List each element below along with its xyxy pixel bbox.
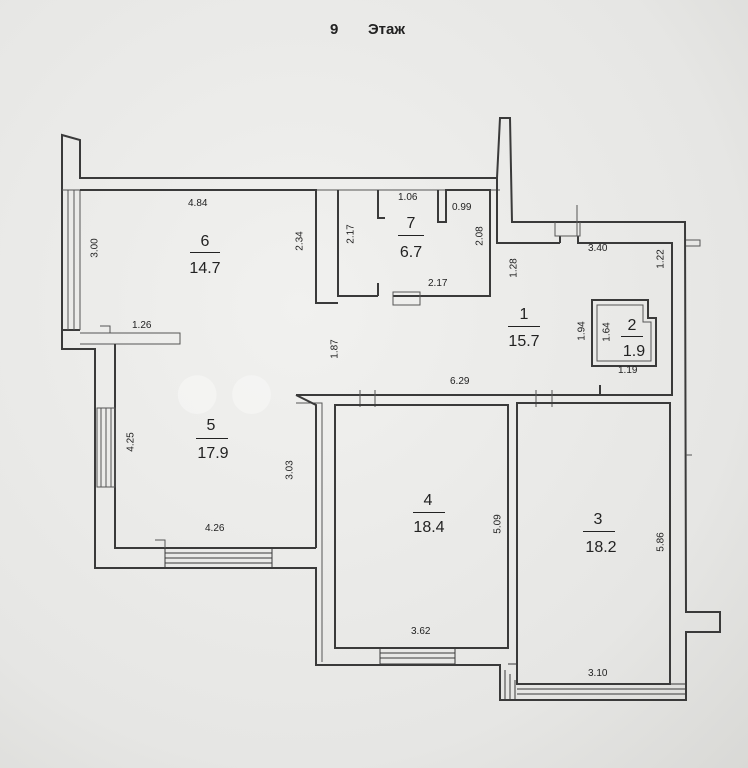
room-6-number: 6 [200, 233, 210, 250]
room-1-number: 1 [519, 306, 529, 323]
dim-corridor-left: 1.87 [329, 339, 341, 359]
floor-title: Этаж [368, 21, 405, 38]
room-4-number: 4 [423, 492, 433, 509]
room-5-number: 5 [206, 417, 216, 434]
room-5-area: 17.9 [197, 445, 229, 462]
room-6-divider [190, 252, 220, 253]
dim-room6-right: 2.34 [294, 231, 306, 251]
room-7-divider [398, 235, 424, 236]
room-4-walls [334, 404, 509, 649]
dim-room4-bottom: 3.62 [411, 626, 431, 637]
floor-number: 9 [330, 21, 339, 38]
dim-room2-outer: 1.94 [576, 321, 588, 341]
dim-corridor-length: 6.29 [450, 376, 470, 387]
room-2-walls [591, 299, 657, 367]
dim-room7-bottom: 2.17 [428, 278, 448, 289]
room-2-divider [621, 336, 643, 337]
dim-room4-right: 5.09 [492, 514, 504, 534]
room-1-area: 15.7 [508, 333, 540, 350]
dim-room3-bottom: 3.10 [588, 668, 608, 679]
left-balcony [61, 135, 80, 331]
room-3-area: 18.2 [585, 539, 617, 556]
room-5-divider [196, 438, 228, 439]
dim-room7-top-right: 0.99 [452, 202, 472, 213]
dim-room1-top: 3.40 [588, 243, 608, 254]
dim-room7-right: 2.08 [474, 226, 486, 246]
room-7-walls [337, 189, 491, 297]
dim-room5-right: 3.03 [284, 460, 296, 480]
dim-room1-left: 1.28 [508, 258, 520, 278]
room-6-walls [80, 189, 338, 304]
dim-room5-left: 4.25 [125, 432, 137, 452]
room-2-number: 2 [627, 317, 637, 334]
dim-room7-left: 2.17 [345, 224, 357, 244]
left-balcony-rails [67, 190, 81, 330]
dim-room6-width: 4.84 [188, 198, 208, 209]
dim-room3-right: 5.86 [655, 532, 667, 552]
dim-room7-door: 1.06 [398, 192, 418, 203]
outer-wall [61, 117, 721, 701]
room-3-divider [583, 531, 615, 532]
watermark: ●● [170, 340, 279, 440]
room-1-walls [496, 178, 673, 396]
room-7-area: 6.7 [399, 244, 423, 261]
dim-room1-right: 1.22 [655, 249, 667, 269]
room-6-area: 14.7 [189, 260, 221, 277]
room-4-area: 18.4 [413, 519, 445, 536]
dim-room2-bottom: 1.19 [618, 365, 638, 376]
room-7-number: 7 [406, 215, 416, 232]
room-4-divider [413, 512, 445, 513]
dim-room2-left: 1.64 [601, 322, 613, 342]
room-2-area: 1.9 [622, 343, 646, 360]
dim-room6-depth: 3.00 [89, 238, 101, 258]
room-1-divider [508, 326, 540, 327]
dim-room5-bottom: 4.26 [205, 523, 225, 534]
dim-room5-top: 1.26 [132, 320, 152, 331]
room-3-number: 3 [593, 511, 603, 528]
